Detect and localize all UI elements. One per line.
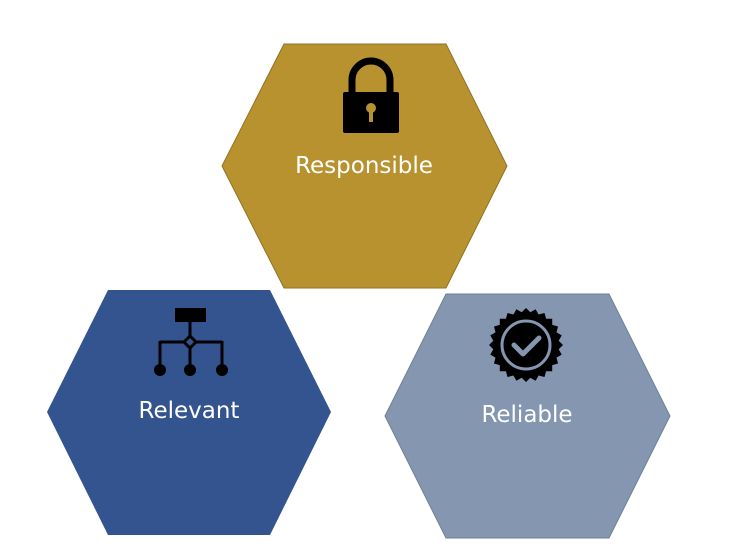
hexagon-reliable: Reliable — [384, 293, 671, 539]
hexagon-responsible: Responsible — [221, 43, 508, 289]
label-relevant: Relevant — [139, 398, 240, 424]
certified-badge-icon — [489, 308, 563, 382]
org-chart-icon — [154, 308, 228, 376]
label-reliable: Reliable — [481, 402, 572, 428]
hexagon-relevant: Relevant — [47, 290, 331, 535]
label-responsible: Responsible — [295, 153, 433, 179]
lock-icon — [343, 57, 399, 133]
